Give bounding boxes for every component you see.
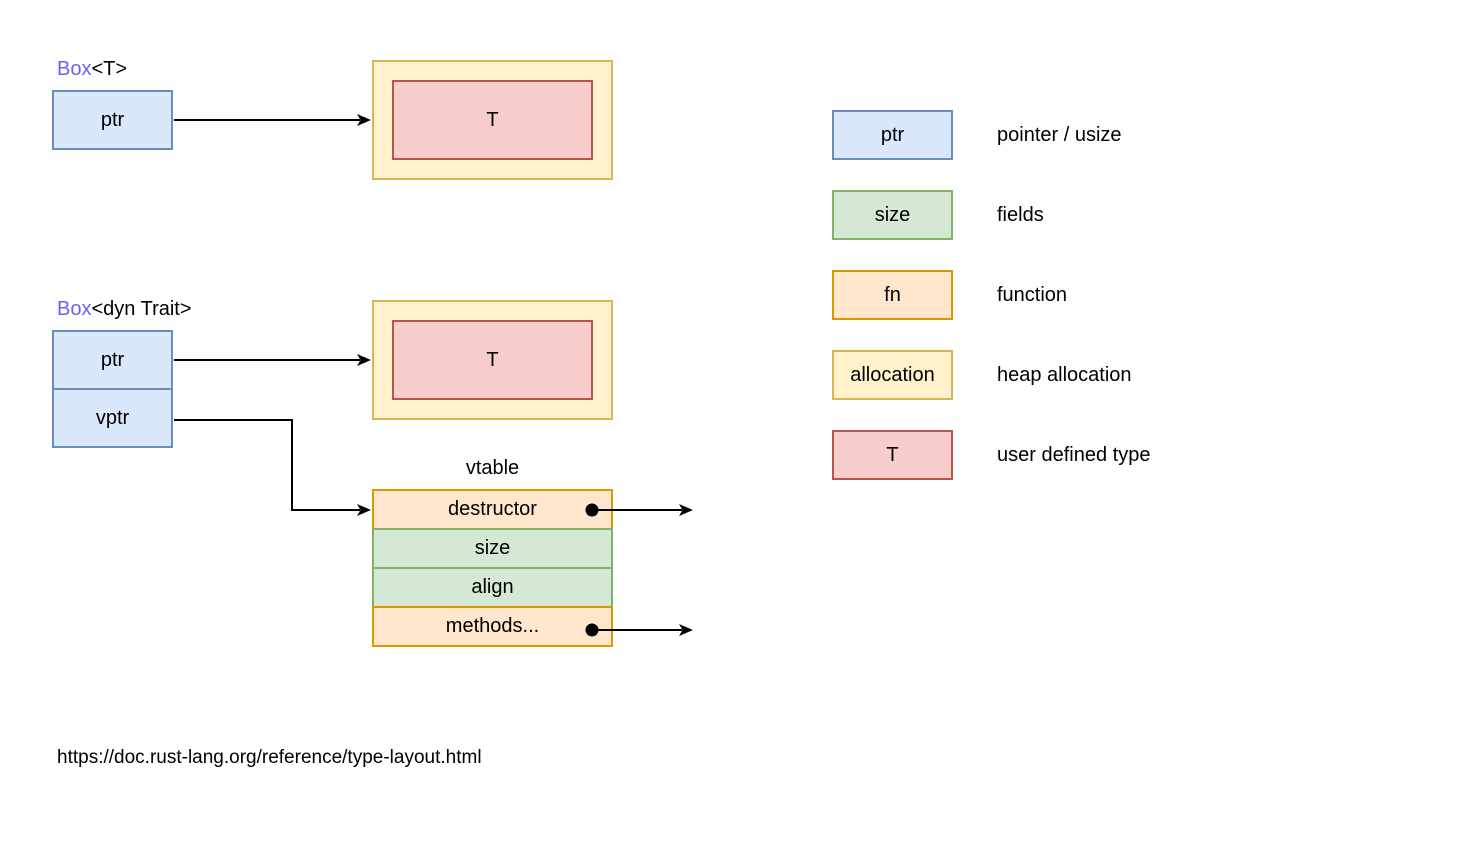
- legend-swatch-user-type: T: [832, 430, 953, 480]
- vtable-row-methods-label: methods...: [445, 615, 540, 637]
- vtable-row-size-label: size: [474, 537, 511, 559]
- legend-item-allocation: allocation heap allocation: [832, 350, 1132, 400]
- legend-swatch-function-label: fn: [884, 283, 901, 306]
- box-dyn-struct: ptr vptr: [52, 330, 173, 448]
- legend-item-function: fn function: [832, 270, 1067, 320]
- box-dyn-vptr-cell: vptr: [52, 388, 173, 448]
- box-dyn-title-generic: <dyn Trait>: [91, 298, 192, 320]
- legend-swatch-pointer-label: ptr: [880, 123, 905, 146]
- legend-swatch-fields-label: size: [874, 203, 911, 226]
- vtable-row-size: size: [372, 528, 613, 569]
- vtable-title: vtable: [465, 457, 520, 479]
- box-t-title: Box<T>: [57, 58, 127, 81]
- box-t-ptr-label: ptr: [100, 108, 125, 131]
- legend-swatch-allocation-label: allocation: [850, 363, 935, 386]
- box-dyn-vptr-label: vptr: [95, 406, 130, 429]
- box-t-title-generic: <T>: [91, 58, 128, 80]
- box-t-title-keyword: Box: [57, 58, 92, 80]
- box-t-target-type: T: [392, 80, 593, 160]
- source-url-text: https://doc.rust-lang.org/reference/type…: [57, 747, 482, 768]
- legend-label-function: function: [997, 283, 1068, 306]
- box-dyn-title-keyword: Box: [57, 298, 92, 320]
- legend-item-user-type: T user defined type: [832, 430, 1150, 480]
- box-dyn-target-type: T: [392, 320, 593, 400]
- box-dyn-ptr-label: ptr: [100, 348, 125, 371]
- vtable-row-align-label: align: [471, 576, 514, 598]
- legend-swatch-fields: size: [832, 190, 953, 240]
- legend-swatch-user-type-label: T: [886, 443, 899, 466]
- arrow-box-dyn-vptr-to-vtable: [174, 419, 371, 516]
- legend-label-fields: fields: [997, 203, 1044, 226]
- legend-swatch-pointer: ptr: [832, 110, 953, 160]
- box-t-target-label: T: [486, 108, 499, 131]
- legend-swatch-allocation: allocation: [832, 350, 953, 400]
- legend-label-allocation: heap allocation: [997, 363, 1132, 386]
- vtable-row-destructor: destructor: [372, 489, 613, 530]
- vtable-row-destructor-label: destructor: [448, 498, 537, 520]
- vtable-row-methods: methods...: [372, 606, 613, 647]
- legend-item-pointer: ptr pointer / usize: [832, 110, 1122, 160]
- box-dyn-title: Box<dyn Trait>: [57, 298, 192, 321]
- legend-label-user-type: user defined type: [997, 443, 1151, 466]
- legend-label-pointer: pointer / usize: [997, 123, 1122, 146]
- legend-swatch-function: fn: [832, 270, 953, 320]
- box-dyn-ptr-cell: ptr: [52, 330, 173, 390]
- legend-item-fields: size fields: [832, 190, 1044, 240]
- vtable: destructor size align methods...: [372, 489, 613, 647]
- box-t-ptr-cell: ptr: [52, 90, 173, 150]
- box-dyn-target-label: T: [486, 348, 499, 371]
- vtable-row-align: align: [372, 567, 613, 608]
